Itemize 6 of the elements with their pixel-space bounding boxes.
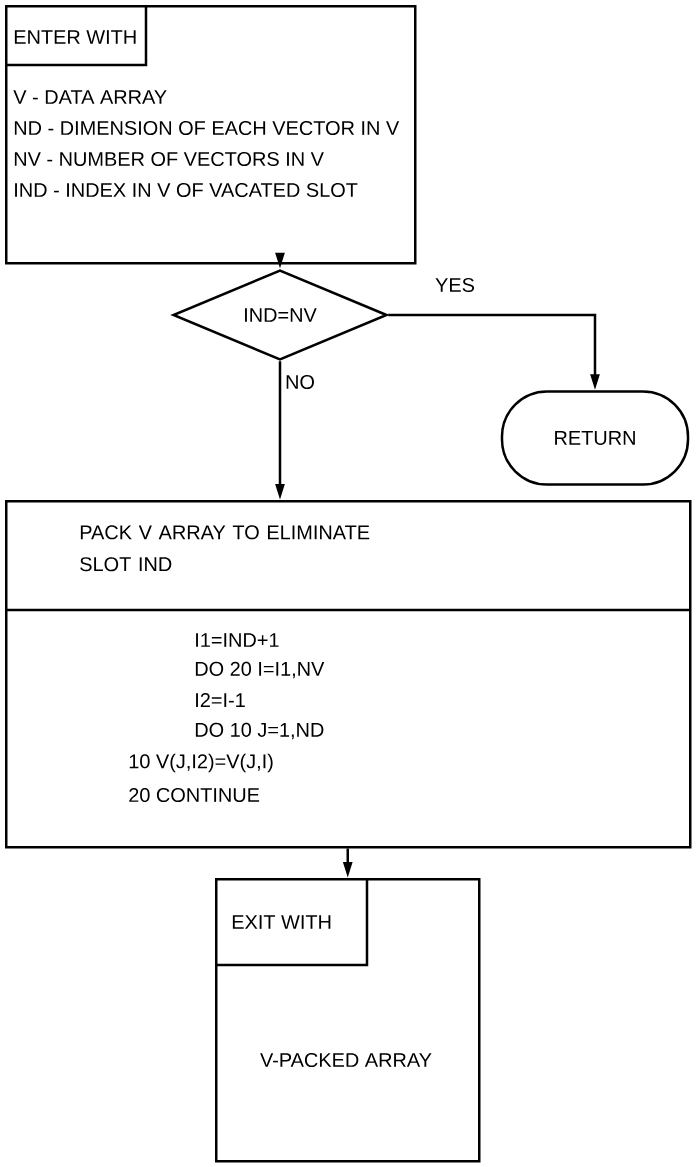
process-box: PACK V ARRAY TO ELIMINATE SLOT IND I1=IND+1 DO 20 I=I1,NV I2=I-1 DO 10 J=1,ND 10 V(J,I2)=V(J,I) 20 CONTINUE xyxy=(5,500,692,849)
process-box: EXIT WITH V-PACKED ARRAY xyxy=(215,878,481,1163)
edge-label: YES xyxy=(434,276,476,294)
terminal-box: RETURN xyxy=(500,390,690,486)
edge-label: NO xyxy=(284,373,316,391)
process-box: ENTER WITH V - DATA ARRAY ND - DIMENSION OF EACH VECTOR IN V NV - NUMBER OF VECTORS IN V IND - INDEX IN V OF VACATED SLOT xyxy=(5,5,417,265)
